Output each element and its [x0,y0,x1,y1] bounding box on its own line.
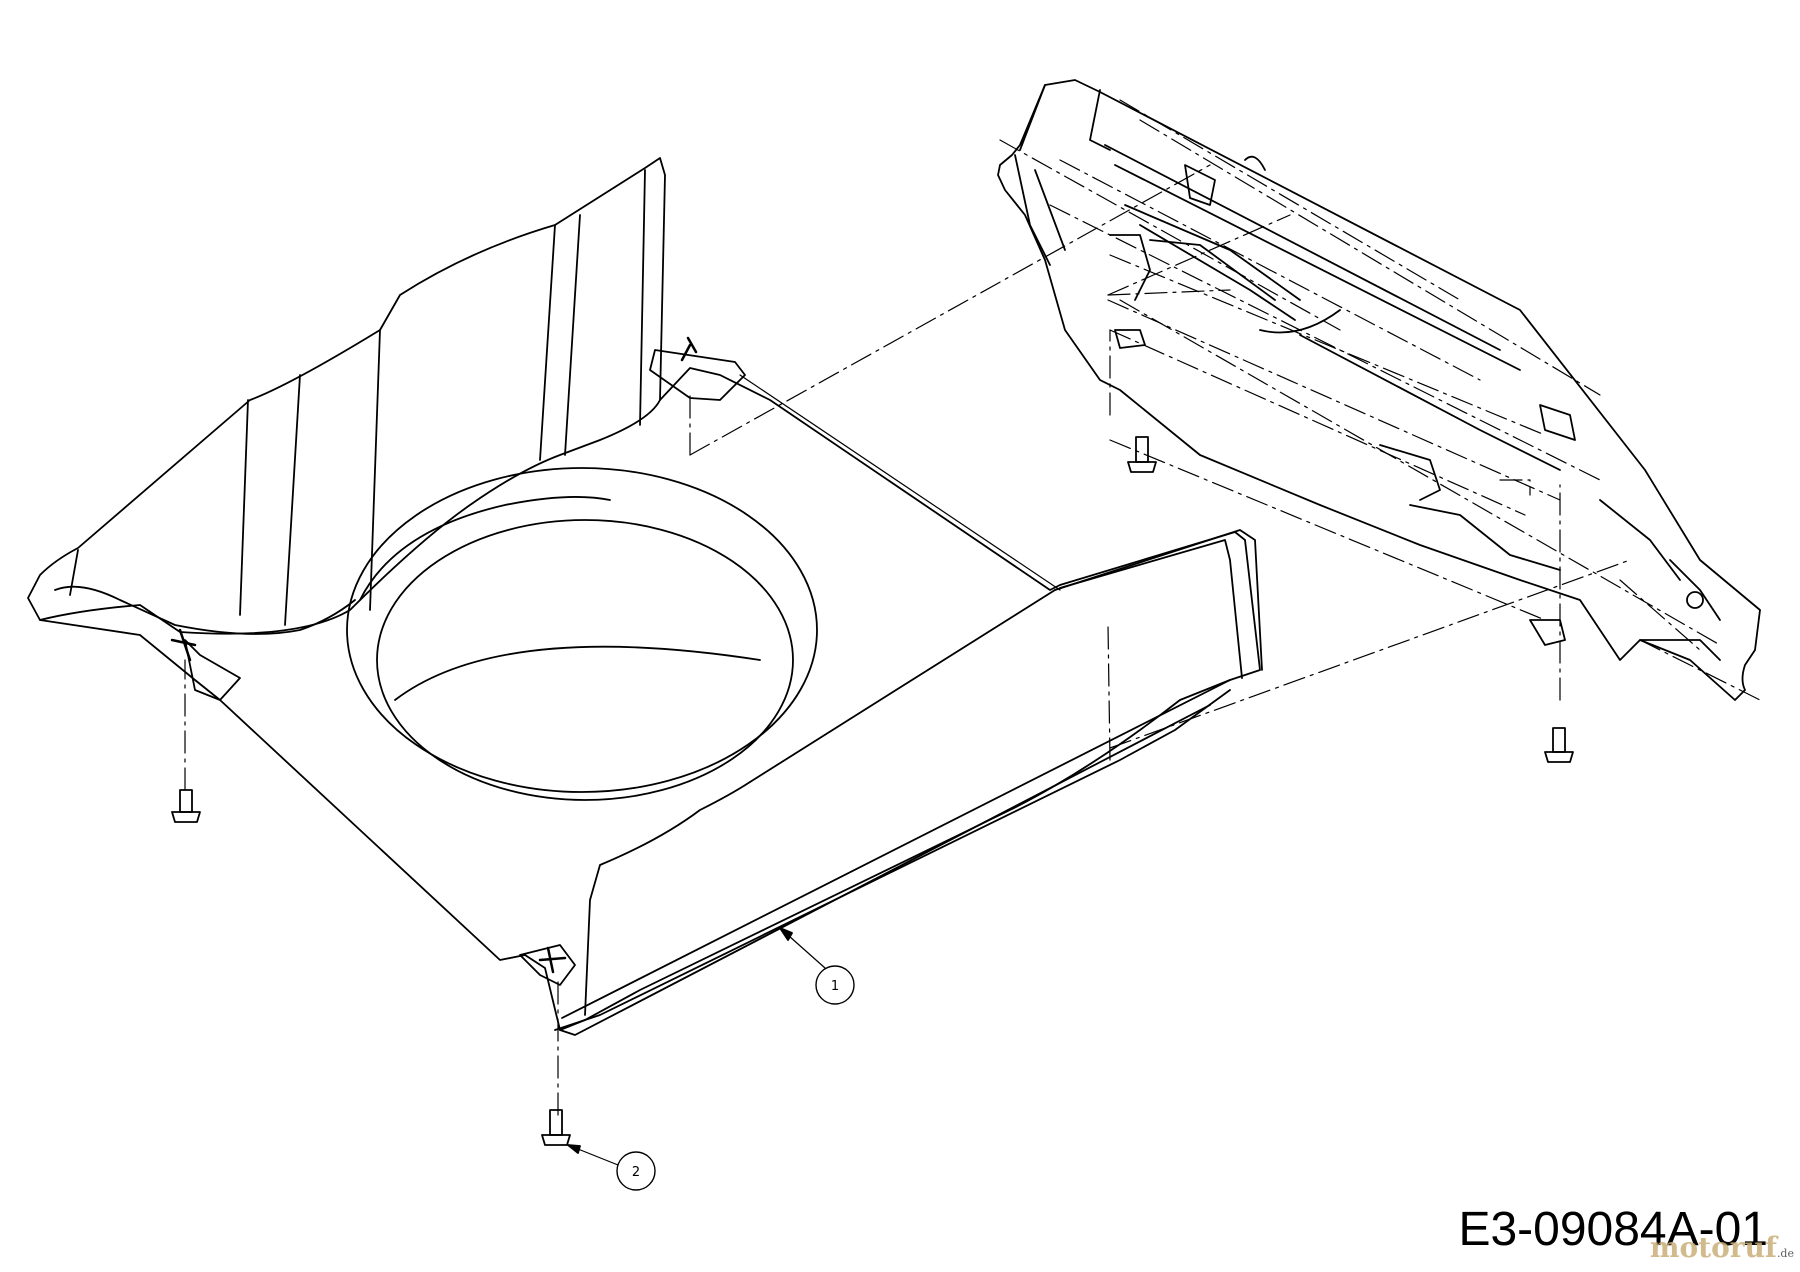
screw-upper-right-b [1544,727,1574,763]
callout-2: 2 [567,1144,656,1191]
callout-1: 1 [779,927,855,1005]
screw-fasteners [171,436,1574,1146]
watermark-brand: motoruf [1649,1231,1777,1264]
motoruf-watermark: motoruf.de [1650,1234,1794,1262]
assembly-center-lines [184,99,1761,1116]
callout-2-label: 2 [632,1165,640,1180]
screw-bottom [541,1109,571,1146]
screw-left [171,789,201,823]
screw-upper-right-a [1127,436,1157,473]
callout-1-label: 1 [831,979,839,994]
drawing-number: E3-09084A-01 [1458,1203,1768,1256]
rear-panel-part [997,79,1761,701]
watermark-suffix: .de [1776,1247,1794,1260]
deck-baffle-part [27,157,1263,1036]
